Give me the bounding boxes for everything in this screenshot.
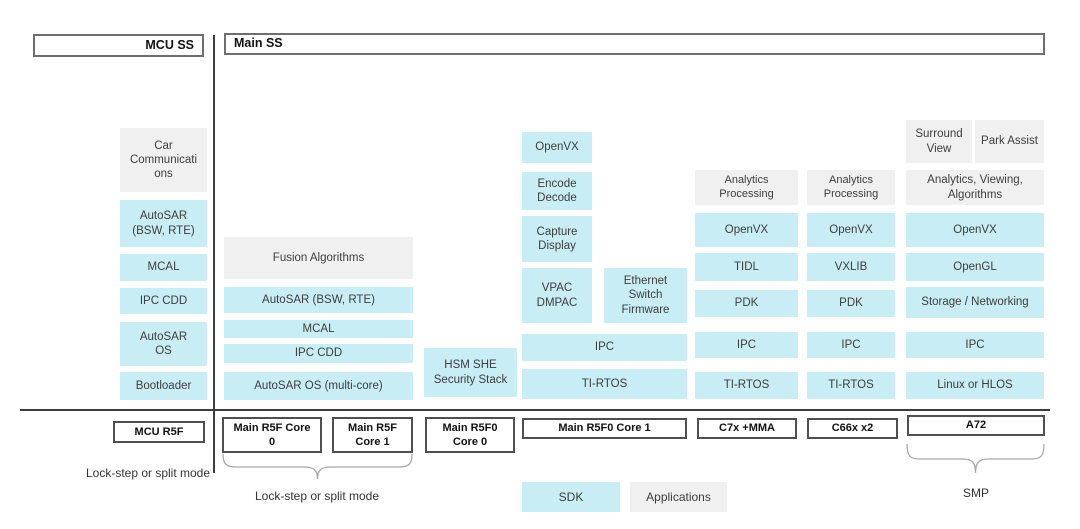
block-mainr5f-ipc-cdd: IPC CDD <box>224 344 413 363</box>
block-r5f0-encode-decode: Encode Decode <box>522 172 592 210</box>
block-mcu-ipc-cdd: IPC CDD <box>120 288 207 314</box>
legend-applications: Applications <box>630 482 727 512</box>
cpu-box-c7x-mma: C7x +MMA <box>697 418 797 439</box>
block-r5f0-openvx: OpenVX <box>522 132 592 163</box>
block-c7x-tidl: TIDL <box>695 253 798 281</box>
cpu-box-c66x: C66x x2 <box>807 418 898 439</box>
block-r5f0-vpac-dmpac: VPAC DMPAC <box>522 268 592 323</box>
brace-a72-smp <box>906 444 1045 474</box>
block-mcu-autosar-bsw-rte: AutoSAR (BSW, RTE) <box>120 200 207 247</box>
block-a72-surround-view: Surround View <box>906 120 972 163</box>
block-a72-opengl: OpenGL <box>906 253 1044 281</box>
block-mainr5f-autosar-bsw-rte: AutoSAR (BSW, RTE) <box>224 287 413 313</box>
block-r5f0-ipc: IPC <box>522 334 687 361</box>
cpu-box-main-r5f0-core0: Main R5F0 Core 0 <box>425 417 515 453</box>
block-r5f0-capture-display: Capture Display <box>522 216 592 262</box>
block-a72-analytics-viewing-algorithms: Analytics, Viewing, Algorithms <box>906 170 1044 205</box>
block-mainr5f-mcal: MCAL <box>224 320 413 338</box>
block-a72-openvx: OpenVX <box>906 213 1044 247</box>
block-fusion-algorithms: Fusion Algorithms <box>224 237 413 279</box>
block-c66x-ti-rtos: TI-RTOS <box>807 372 895 399</box>
cpu-box-mcu-r5f: MCU R5F <box>113 421 205 443</box>
block-mcu-autosar-os: AutoSAR OS <box>120 322 207 366</box>
block-hsm-she-security-stack: HSM SHE Security Stack <box>424 348 517 397</box>
header-main-ss: Main SS <box>224 33 1045 55</box>
block-r5f0-ethernet-switch-firmware: Ethernet Switch Firmware <box>604 268 687 323</box>
header-mcu-ss: MCU SS <box>33 34 204 57</box>
block-a72-linux-or-hlos: Linux or HLOS <box>906 372 1044 399</box>
brace-main-r5f-cores <box>222 454 413 480</box>
block-c66x-openvx: OpenVX <box>807 213 895 247</box>
separator-mcu-main <box>213 35 215 473</box>
block-c7x-ti-rtos: TI-RTOS <box>695 372 798 399</box>
block-r5f0-ti-rtos: TI-RTOS <box>522 369 687 399</box>
block-a72-ipc: IPC <box>906 332 1044 358</box>
legend-sdk: SDK <box>522 482 620 512</box>
block-c7x-ipc: IPC <box>695 332 798 358</box>
cpu-box-a72: A72 <box>907 415 1045 436</box>
block-mainr5f-autosar-os-multicore: AutoSAR OS (multi-core) <box>224 372 413 400</box>
label-mcu-lockstep-mode: Lock-step or split mode <box>85 466 211 480</box>
block-c66x-vxlib: VXLIB <box>807 253 895 281</box>
block-c7x-openvx: OpenVX <box>695 213 798 247</box>
block-c66x-ipc: IPC <box>807 332 895 358</box>
divider-software-hardware <box>20 409 1050 411</box>
block-car-communications: Car Communications <box>120 128 207 192</box>
block-c7x-analytics-processing: Analytics Processing <box>695 170 798 205</box>
cpu-box-main-r5f-core1: Main R5F Core 1 <box>332 417 413 453</box>
block-c7x-pdk: PDK <box>695 290 798 317</box>
cpu-box-main-r5f0-core1: Main R5F0 Core 1 <box>522 418 687 439</box>
block-a72-storage-networking: Storage / Networking <box>906 287 1044 318</box>
label-mainr5f-lockstep-mode: Lock-step or split mode <box>254 489 380 503</box>
block-c66x-analytics-processing: Analytics Processing <box>807 170 895 205</box>
block-c66x-pdk: PDK <box>807 290 895 317</box>
block-a72-park-assist: Park Assist <box>975 120 1044 163</box>
label-smp: SMP <box>962 486 989 500</box>
cpu-box-main-r5f-core0: Main R5F Core 0 <box>222 417 322 453</box>
block-mcu-mcal: MCAL <box>120 254 207 281</box>
block-mcu-bootloader: Bootloader <box>120 372 207 400</box>
